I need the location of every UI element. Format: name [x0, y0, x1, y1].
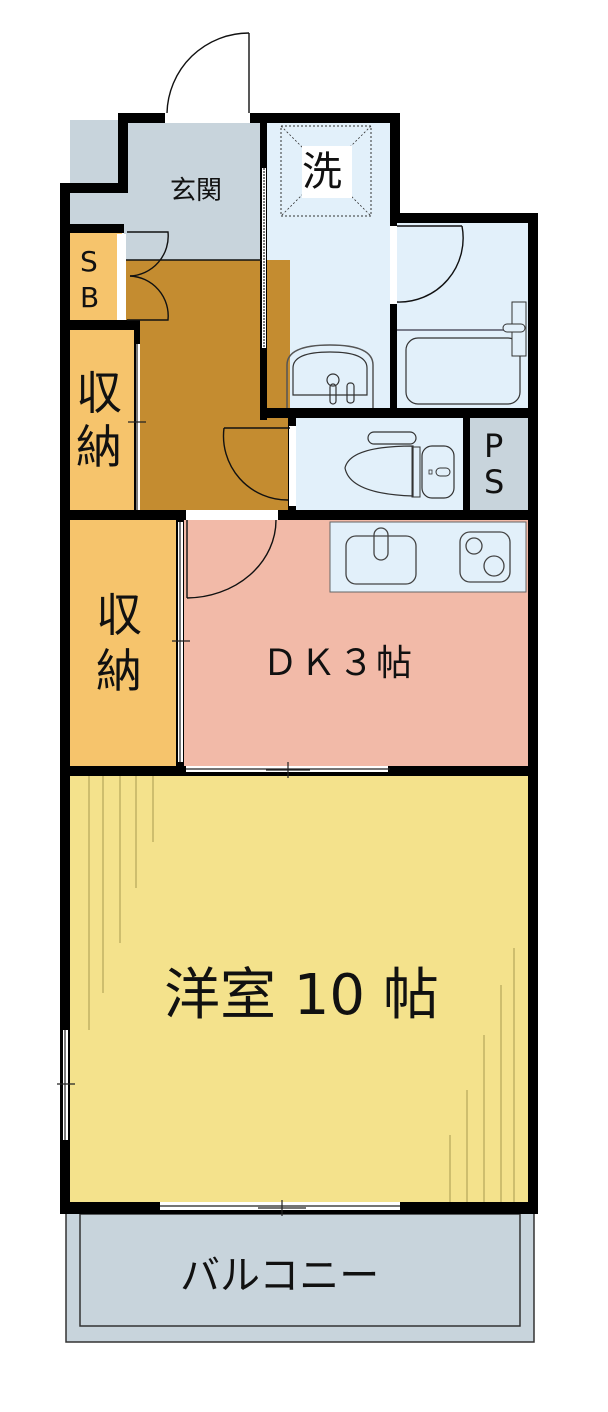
- storage2-label-top: 収: [96, 588, 142, 642]
- entrance-label: 玄関: [170, 176, 223, 206]
- ps-label-bottom: S: [484, 463, 505, 501]
- toilet-fixture: [344, 431, 455, 499]
- storage1-label-top: 収: [76, 366, 122, 420]
- ps-floor: [470, 418, 528, 510]
- ps-label-top: P: [484, 427, 504, 465]
- swing-doors: [127, 32, 464, 599]
- washbasin: [286, 344, 374, 408]
- dk-label: ＤＫ３帖: [262, 643, 415, 684]
- front-door-opening: [165, 113, 250, 123]
- western-room-label: 洋室 10 帖: [164, 963, 439, 1028]
- toilet-floor: [296, 418, 464, 510]
- balcony-label: バルコニー: [180, 1253, 380, 1299]
- entrance-floor-top: [124, 120, 266, 260]
- bathtub: [396, 301, 527, 405]
- storage1-label-bottom: 納: [76, 420, 122, 474]
- shoebox-label-bottom: B: [80, 281, 100, 314]
- storage2-floor: [70, 518, 176, 768]
- shoebox-label-top: S: [80, 245, 98, 278]
- storage2-label-bottom: 納: [96, 644, 142, 698]
- storage1-floor: [70, 330, 134, 510]
- laundry-label: 洗: [302, 149, 342, 195]
- shoebox-floor: [70, 232, 122, 322]
- sliding-doors: [57, 168, 400, 1216]
- kitchen-counter: [329, 521, 527, 593]
- washing-machine-pan: [280, 125, 372, 217]
- floor-grain-lines: [88, 776, 515, 1206]
- western-floor: [70, 774, 528, 1206]
